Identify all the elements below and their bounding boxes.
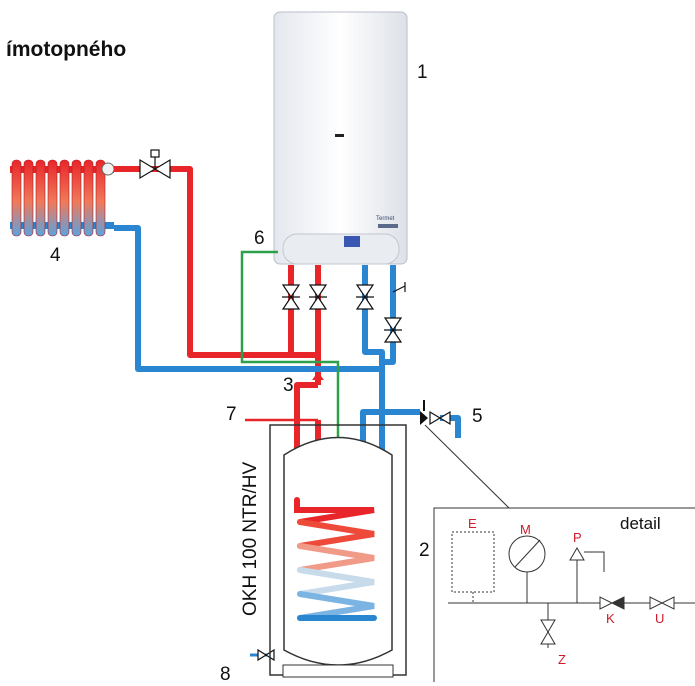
tank-model-label: OKH 100 NTR/HV <box>240 461 261 616</box>
detail-letter-u: U <box>655 611 665 626</box>
callout-3: 3 <box>283 375 294 396</box>
detail-letter-p: P <box>573 530 582 545</box>
callout-4: 4 <box>50 245 61 266</box>
callout-6: 6 <box>254 228 265 249</box>
valves <box>139 149 451 662</box>
mixing-valve-3 <box>312 372 324 380</box>
callout-2: 2 <box>419 540 430 561</box>
detail-letter-k: K <box>606 611 615 626</box>
heating-coil <box>294 497 377 621</box>
callout-5: 5 <box>472 406 483 427</box>
radiator <box>10 159 115 237</box>
detail-letter-z: Z <box>558 652 566 667</box>
detail-box <box>433 507 695 682</box>
detail-leader <box>424 424 510 509</box>
callout-1: 1 <box>417 62 428 83</box>
detail-title: detail <box>620 514 661 533</box>
callout-8: 8 <box>220 664 231 685</box>
detail-letter-e: E <box>468 516 477 531</box>
control-line <box>240 250 340 560</box>
page-title: ímotopného <box>6 38 127 61</box>
boiler-brand: Termet <box>376 216 395 222</box>
boiler <box>273 11 408 265</box>
detail-letter-m: M <box>520 522 531 537</box>
check-valve-5 <box>420 411 428 425</box>
callout-7: 7 <box>226 404 237 425</box>
